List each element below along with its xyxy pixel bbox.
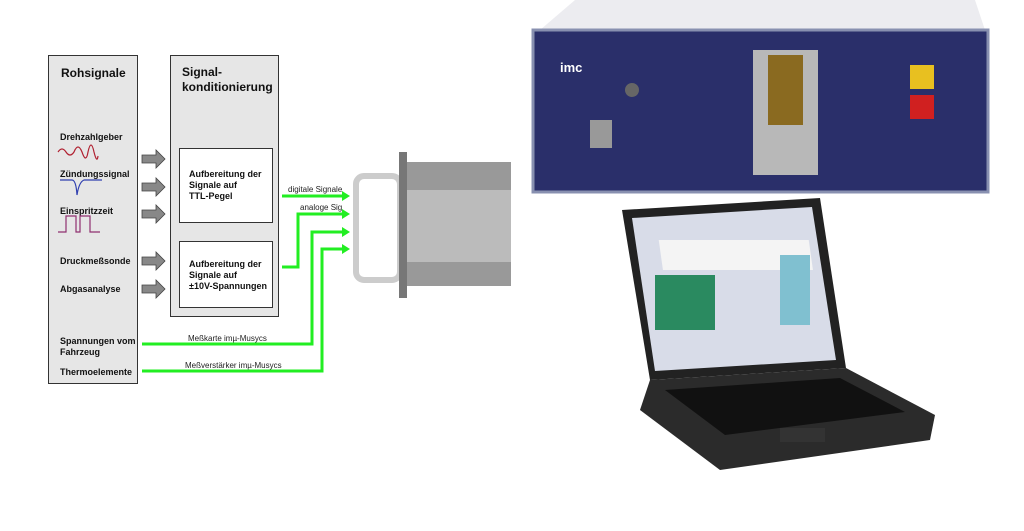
measurement-module-image <box>353 152 511 298</box>
signal-label: Zündungssignal <box>60 169 130 179</box>
voltage-line: Signale auf <box>189 270 238 280</box>
ttl-line: TTL-Pegel <box>189 191 233 201</box>
rpm-waveform <box>57 144 99 160</box>
voltage-line: ±10V-Spannungen <box>189 281 267 291</box>
signal-label: Spannungen vom Fahrzeug <box>60 336 136 357</box>
voltage-line: Aufbereitung der <box>189 259 262 269</box>
signal-label: Abgasanalyse <box>60 284 121 294</box>
ttl-box: Aufbereitung der Signale auf TTL-Pegel <box>179 148 273 223</box>
imc-rack-image <box>531 0 990 194</box>
measurement-card-label: Meßkarte imµ-Musycs <box>188 334 267 343</box>
digital-signals-label: digitale Signale <box>288 185 343 194</box>
gray-arrows <box>141 149 166 299</box>
signal-label: Einspritzzeit <box>60 206 114 216</box>
ignition-waveform <box>60 179 102 196</box>
raw-signals-title: Rohsignale <box>61 66 126 80</box>
conditioning-title-2: konditionierung <box>182 80 273 94</box>
rack-brand: imc <box>560 60 582 75</box>
injection-waveform <box>58 215 100 233</box>
laptop-image <box>622 198 935 470</box>
ttl-line: Signale auf <box>189 180 238 190</box>
analog-signals-label: analoge Sig <box>300 203 343 212</box>
signal-label: Drehzahlgeber <box>60 132 123 142</box>
measurement-amplifier-label: Meßverstärker imµ-Musycs <box>185 361 282 370</box>
green-signal-lines <box>142 194 344 373</box>
raw-signals-panel <box>48 55 138 384</box>
ttl-line: Aufbereitung der <box>189 169 262 179</box>
signal-label: Thermoelemente <box>60 367 133 377</box>
conditioning-title-1: Signal- <box>182 65 223 79</box>
voltage-box: Aufbereitung der Signale auf ±10V-Spannu… <box>179 241 273 308</box>
signal-label: Druckmeßsonde <box>60 256 131 266</box>
